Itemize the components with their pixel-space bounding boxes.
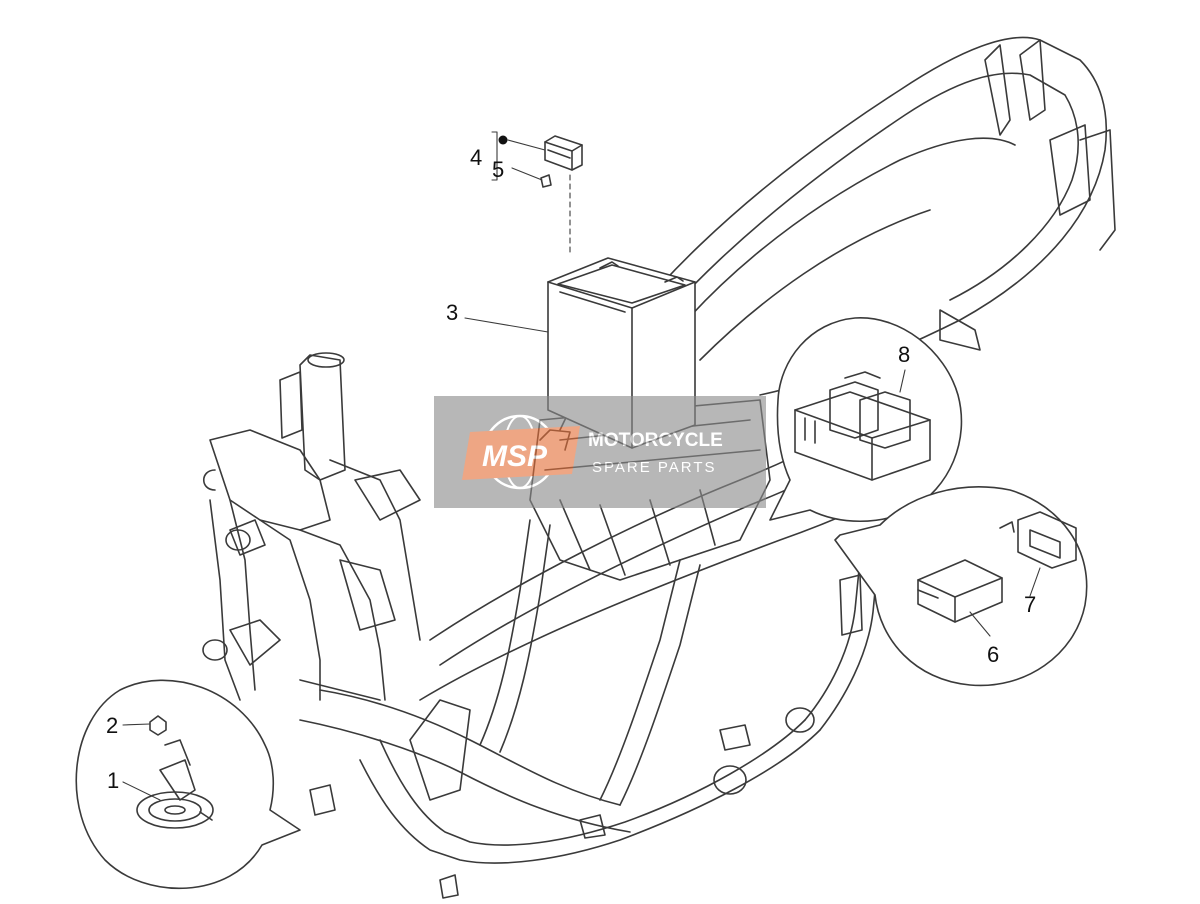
callout-2: 2 <box>106 713 118 738</box>
callout-3: 3 <box>446 300 458 325</box>
watermark-brand: MOTORCYCLE <box>588 430 723 451</box>
watermark-logo: MSP <box>482 440 548 473</box>
callout-1: 1 <box>107 768 119 793</box>
voltage-regulator <box>999 511 1077 569</box>
electrical-detail-circle <box>834 486 1088 687</box>
watermark: MSP MOTORCYCLE SPARE PARTS <box>434 396 766 508</box>
callout-4: 4 <box>470 145 482 170</box>
flasher-unit <box>917 559 1003 623</box>
fuse-box <box>794 371 931 481</box>
watermark-subline: SPARE PARTS <box>592 459 717 476</box>
callout-8: 8 <box>898 342 910 367</box>
relay <box>544 135 583 171</box>
fusebox-detail-circle <box>769 317 963 522</box>
leader-lines <box>122 131 1041 801</box>
callout-6: 6 <box>987 642 999 667</box>
scooter-frame <box>202 36 1116 899</box>
callout-7: 7 <box>1024 592 1036 617</box>
bullet-marker <box>498 135 508 145</box>
horn-detail-circle <box>75 679 301 890</box>
horn-bolt <box>149 715 167 736</box>
callout-labels: 1 2 3 4 5 6 7 8 <box>106 145 1036 793</box>
fuse <box>540 174 552 188</box>
horn <box>136 739 214 829</box>
callout-5: 5 <box>492 157 504 182</box>
